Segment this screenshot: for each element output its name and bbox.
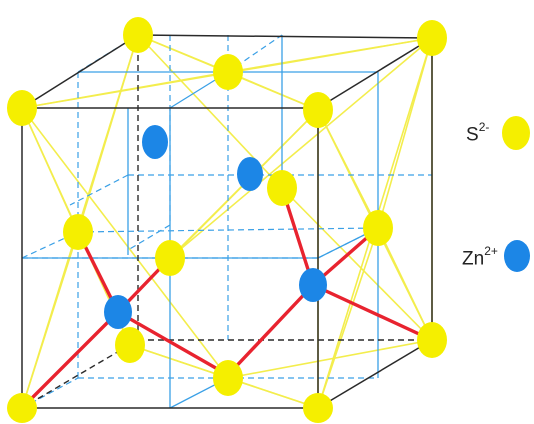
sulfide-ion (213, 360, 243, 396)
legend-label-zinc: Zn2+ (462, 244, 498, 270)
sulfide-ion (267, 170, 297, 206)
sulfide-ion (303, 92, 333, 128)
zinc-ion (299, 268, 327, 302)
sulfide-ion (213, 54, 243, 90)
sulfide-ion (7, 393, 37, 423)
sulfide-ion (7, 90, 37, 126)
sulfide-ion (363, 210, 393, 246)
legend-ion-symbol: Zn (462, 248, 485, 270)
legend-zinc-swatch (504, 240, 530, 272)
legend-sulfide-swatch (502, 116, 530, 150)
zinc-ion (237, 157, 263, 191)
sulfide-ion (155, 240, 185, 276)
legend-ion-symbol: S (466, 124, 479, 146)
sulfide-ion (63, 214, 93, 250)
sulfide-ion (303, 393, 333, 423)
zinc-ions (104, 125, 327, 329)
sulfide-ions (7, 17, 447, 423)
legend-ion-charge: 2- (478, 120, 490, 134)
sulfide-ion (123, 17, 153, 53)
legend-ion-charge: 2+ (484, 244, 498, 258)
legend-label-sulfide: S2- (466, 120, 490, 146)
sulfide-ion (115, 327, 145, 363)
zinc-ion (104, 295, 132, 329)
sulfide-ion (417, 322, 447, 358)
zinc-ion (142, 125, 168, 159)
sulfide-ion (417, 20, 447, 56)
